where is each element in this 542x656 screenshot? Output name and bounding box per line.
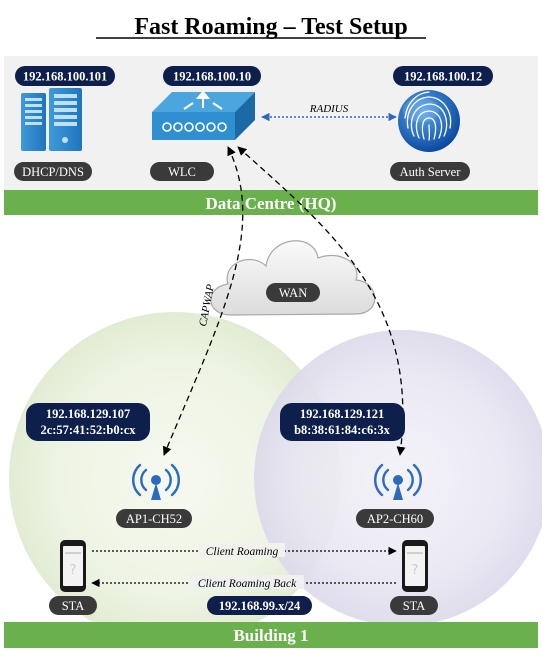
client-roaming-back-label: Client Roaming Back xyxy=(198,578,297,590)
svg-text:192.168.129.121: 192.168.129.121 xyxy=(300,407,384,421)
diagram-title: Fast Roaming – Test Setup xyxy=(134,14,407,40)
svg-text:192.168.99.x/24: 192.168.99.x/24 xyxy=(219,599,301,613)
svg-text:2c:57:41:52:b0:cx: 2c:57:41:52:b0:cx xyxy=(40,423,136,437)
ap2-label-pill: AP2-CH60 xyxy=(356,509,434,528)
svg-text:192.168.100.10: 192.168.100.10 xyxy=(173,70,251,84)
sta-right-pill: STA xyxy=(390,596,438,615)
sta-left-pill: STA xyxy=(49,596,97,615)
client-roaming-back-label-bg xyxy=(190,575,304,589)
svg-text:?: ? xyxy=(412,563,419,578)
svg-text:b8:38:61:84:c6:3x: b8:38:61:84:c6:3x xyxy=(294,423,391,437)
svg-text:Auth Server: Auth Server xyxy=(400,165,462,179)
svg-text:WLC: WLC xyxy=(168,165,196,179)
svg-text:STA: STA xyxy=(62,599,85,613)
access-point-2-icon xyxy=(374,463,422,500)
smartphone-left-icon: ? xyxy=(60,540,86,592)
fingerprint-icon xyxy=(398,90,460,152)
svg-text:DHCP/DNS: DHCP/DNS xyxy=(22,165,84,179)
building-band-label: Building 1 xyxy=(233,626,308,645)
ap2-info-pill: 192.168.129.121 b8:38:61:84:c6:3x xyxy=(280,403,405,441)
client-roaming-label: Client Roaming xyxy=(206,546,279,558)
ap1-label-pill: AP1-CH52 xyxy=(116,509,192,528)
wan-cloud xyxy=(210,240,376,316)
dhcp-label-pill: DHCP/DNS xyxy=(14,162,92,181)
svg-text:192.168.100.12: 192.168.100.12 xyxy=(404,70,482,84)
svg-text:AP1-CH52: AP1-CH52 xyxy=(126,512,182,526)
svg-text:192.168.100.101: 192.168.100.101 xyxy=(23,70,107,84)
hq-band-label: Data Centre (HQ) xyxy=(206,194,337,213)
building-band xyxy=(4,622,538,648)
svg-text:WAN: WAN xyxy=(279,286,307,300)
ap1-info-pill: 192.168.129.107 2c:57:41:52:b0:cx xyxy=(26,403,150,441)
auth-label-pill: Auth Server xyxy=(390,162,470,181)
auth-ip-pill: 192.168.100.12 xyxy=(393,66,493,86)
dhcp-ip-pill: 192.168.100.101 xyxy=(15,66,115,86)
client-roaming-label-bg xyxy=(199,543,285,557)
svg-text:STA: STA xyxy=(403,599,426,613)
svg-text:?: ? xyxy=(70,563,77,578)
subnet-pill: 192.168.99.x/24 xyxy=(207,596,312,615)
wan-label-pill: WAN xyxy=(266,283,320,302)
wlc-label-pill: WLC xyxy=(150,162,214,181)
server-tower-icon xyxy=(21,88,82,151)
access-point-1-icon xyxy=(132,463,180,500)
wlc-ip-pill: 192.168.100.10 xyxy=(163,66,261,86)
radius-label: RADIUS xyxy=(309,103,349,115)
svg-text:192.168.129.107: 192.168.129.107 xyxy=(46,407,130,421)
svg-text:AP2-CH60: AP2-CH60 xyxy=(367,512,423,526)
smartphone-right-icon: ? xyxy=(402,540,428,592)
wireless-controller-icon xyxy=(152,90,255,140)
